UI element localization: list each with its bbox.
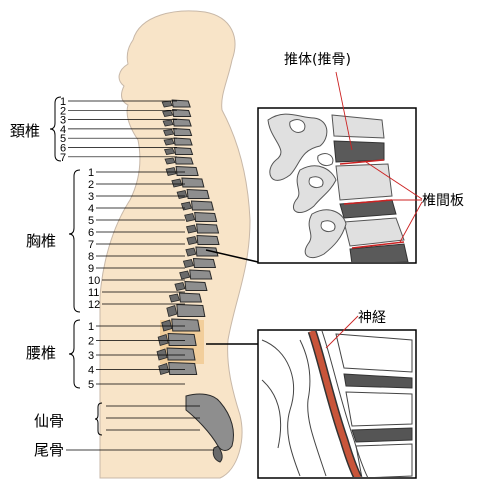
sacrum-label: 仙骨 <box>34 412 64 430</box>
vertebra <box>181 177 205 188</box>
cervical-level-number: 7 <box>60 152 66 164</box>
lumbar-label: 腰椎 <box>26 344 56 362</box>
region-braces <box>49 96 103 436</box>
cervical-brace <box>49 96 62 162</box>
thoracic-label: 胸椎 <box>26 232 56 250</box>
thoracic-level-number: 9 <box>88 263 94 275</box>
cervical-level-number: 4 <box>60 124 66 136</box>
sacrum-brace <box>94 402 103 436</box>
cervical-level-number: 5 <box>60 133 66 145</box>
spinous-process <box>163 138 175 146</box>
vertebra <box>171 318 201 332</box>
vertebra <box>168 361 198 375</box>
spinous-process <box>165 167 177 176</box>
vertebra <box>196 234 220 245</box>
vertebra <box>173 146 194 155</box>
lumbar-level-number: 4 <box>88 365 94 377</box>
vertebra <box>195 246 219 257</box>
lumbar-level-number: 2 <box>88 336 94 348</box>
thoracic-level-number: 10 <box>88 275 100 287</box>
inset-nerve <box>257 329 417 479</box>
spinous-process <box>182 259 194 268</box>
vertebra <box>194 211 218 222</box>
inset-vertebra-disc <box>257 107 417 264</box>
cervical-level-number: 3 <box>60 115 66 127</box>
spinous-process <box>185 247 197 257</box>
vertebra <box>173 137 193 146</box>
spinous-process <box>180 201 192 211</box>
disc-leader-3 <box>399 201 423 243</box>
vertebra <box>189 269 213 280</box>
disc-leader-1 <box>365 161 423 200</box>
vertebral-body-label: 推体(推骨) <box>284 52 351 68</box>
vertebra <box>166 347 196 361</box>
vertebra <box>173 127 193 136</box>
thoracic-level-number: 7 <box>88 239 94 251</box>
spinous-process <box>184 213 196 222</box>
spinous-process <box>179 270 191 280</box>
lumbar-brace <box>68 319 81 389</box>
coccyx-bone <box>212 445 223 463</box>
vertebra <box>186 188 210 199</box>
spine <box>156 99 234 463</box>
cervical-level-number: 6 <box>60 143 66 155</box>
body-silhouette <box>99 10 251 479</box>
intervertebral-disc-label: 椎間板 <box>422 193 464 209</box>
lumbar-level-number: 5 <box>88 379 94 391</box>
cervical-level-number: 2 <box>60 105 66 117</box>
spinous-process <box>163 129 175 136</box>
upper-connector <box>205 249 259 263</box>
spinous-process <box>164 157 176 165</box>
spinous-process <box>171 178 183 188</box>
spinous-process <box>162 110 174 117</box>
vertebral-body-leader <box>335 71 353 151</box>
thoracic-brace <box>68 169 81 313</box>
vertebra <box>175 165 199 176</box>
vertebra <box>167 332 197 346</box>
vertebra <box>190 200 215 211</box>
thoracic-level-number: 2 <box>88 179 94 191</box>
spinous-process <box>186 224 198 234</box>
lumbar-level-number: 3 <box>88 350 94 362</box>
level-leader-lines <box>68 100 200 431</box>
lumbar-level-number: 1 <box>88 321 94 333</box>
sacrum-bone <box>185 393 234 451</box>
coccyx-label: 尾骨 <box>34 441 64 459</box>
spinous-process <box>163 148 176 155</box>
thoracic-level-number: 11 <box>88 287 99 299</box>
vertebra <box>192 257 217 268</box>
thoracic-level-number: 6 <box>88 227 94 239</box>
vertebra <box>184 280 208 291</box>
vertebra <box>195 223 220 234</box>
spinous-process <box>176 190 188 199</box>
vertebra <box>172 118 192 127</box>
vertebra <box>172 108 192 117</box>
spinous-process <box>166 304 178 318</box>
spinous-process <box>168 293 180 303</box>
cervical-level-number: 1 <box>60 96 66 108</box>
thoracic-level-number: 4 <box>88 203 94 215</box>
thoracic-level-number: 1 <box>88 167 94 179</box>
spinous-process <box>174 282 186 291</box>
spinous-process <box>162 119 174 127</box>
nerve-leader <box>325 315 359 349</box>
thoracic-level-number: 3 <box>88 191 94 203</box>
thoracic-level-number: 8 <box>88 251 94 263</box>
cervical-label: 頚椎 <box>10 122 40 140</box>
nerve-label: 神経 <box>358 310 386 326</box>
spinous-process <box>161 100 173 108</box>
vertebra <box>174 156 194 165</box>
spinous-process <box>186 236 198 245</box>
thoracic-level-number: 12 <box>88 299 100 311</box>
vertebra <box>176 303 206 317</box>
vertebra <box>171 99 191 108</box>
thoracic-level-number: 5 <box>88 215 94 227</box>
vertebra <box>178 292 203 303</box>
